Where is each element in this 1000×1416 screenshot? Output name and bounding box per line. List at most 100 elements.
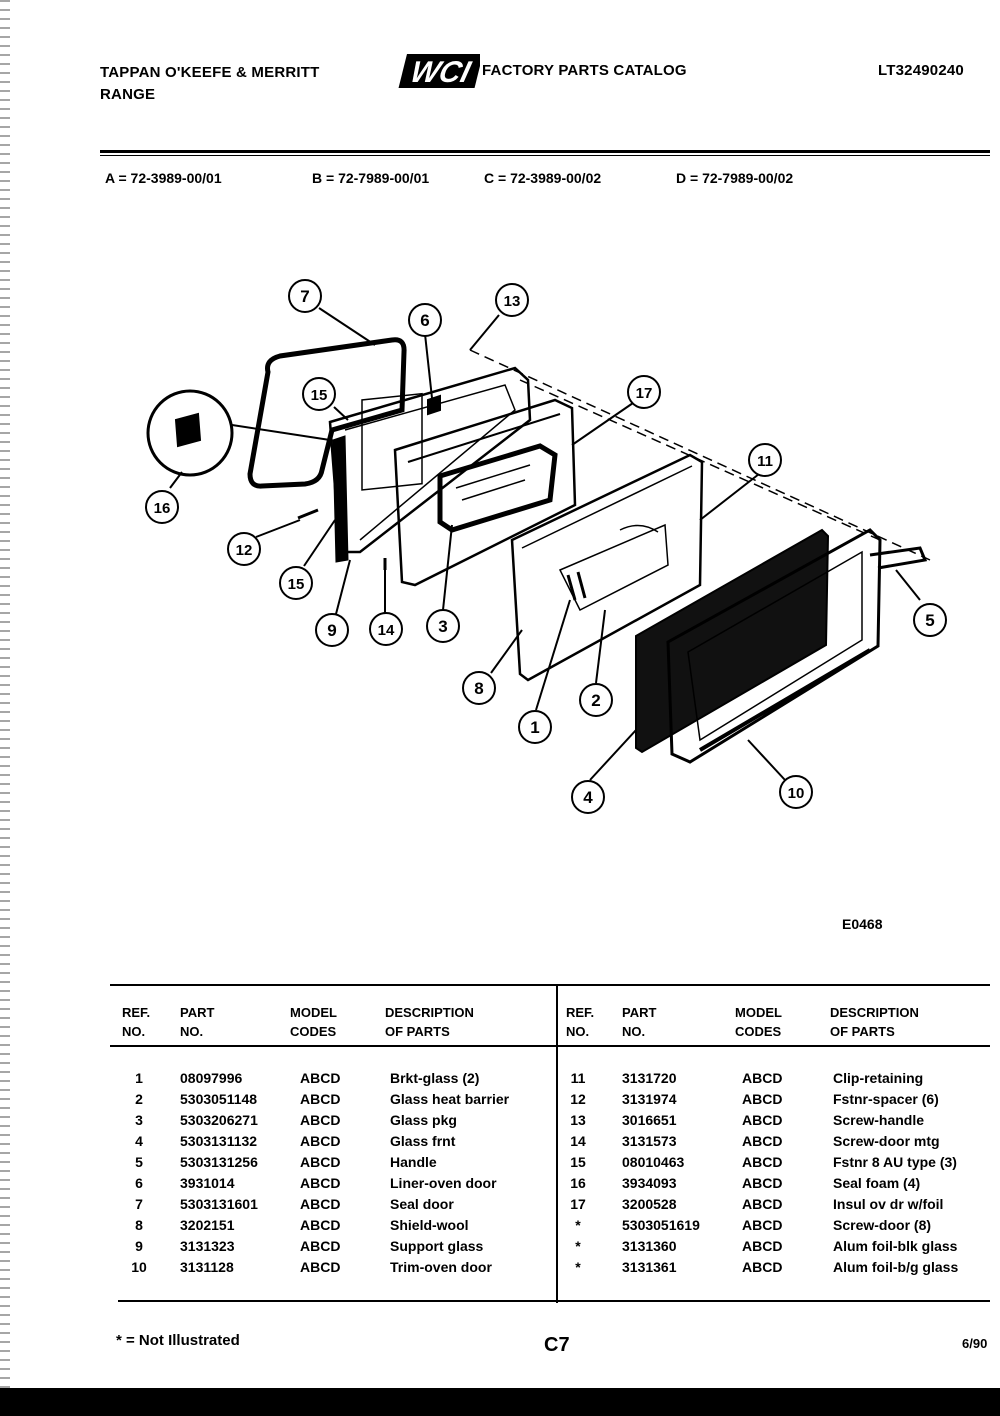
- cell-part: 5303206271: [180, 1112, 258, 1128]
- cell-ref: 15: [570, 1154, 586, 1170]
- cell-desc: Fstnr 8 AU type (3): [833, 1154, 957, 1170]
- callout-label: 15: [288, 576, 305, 593]
- cell-model: ABCD: [742, 1238, 783, 1254]
- wci-logo: WCI: [398, 54, 480, 89]
- callout-bubble: 6: [408, 303, 442, 337]
- cell-model: ABCD: [300, 1238, 341, 1254]
- cell-ref: 1: [135, 1070, 143, 1086]
- cell-desc: Support glass: [390, 1238, 484, 1254]
- product-type: RANGE: [100, 86, 156, 103]
- cell-ref: 14: [570, 1133, 586, 1149]
- cell-model: ABCD: [742, 1112, 783, 1128]
- header-rule-thin: [100, 155, 990, 156]
- cell-part: 3131361: [622, 1259, 677, 1275]
- table-divider: [556, 985, 558, 1303]
- cell-desc: Alum foil-blk glass: [833, 1238, 958, 1254]
- callout-bubble: 16: [145, 490, 179, 524]
- header-rule: [100, 150, 990, 153]
- callout-bubble: 2: [579, 683, 613, 717]
- callout-bubble: 15: [279, 566, 313, 600]
- callout-group: 7 6 13 17 15 16 11 12 15 9 14 3 5 8 2 1 …: [145, 279, 947, 814]
- cell-ref: 2: [135, 1091, 143, 1107]
- cell-model: ABCD: [742, 1259, 783, 1275]
- cell-desc: Glass frnt: [390, 1133, 456, 1149]
- callout-bubble: 1: [518, 710, 552, 744]
- cell-ref: *: [575, 1259, 581, 1275]
- cell-desc: Alum foil-b/g glass: [833, 1259, 959, 1275]
- cell-part: 5303131256: [180, 1154, 258, 1170]
- callout-label: 15: [311, 387, 328, 404]
- callout-label: 9: [327, 621, 336, 640]
- cell-desc: Screw-handle: [833, 1112, 925, 1128]
- cell-model: ABCD: [742, 1133, 783, 1149]
- cell-ref: 17: [570, 1196, 586, 1212]
- cell-ref: *: [575, 1238, 581, 1254]
- header-ref-right: REF.NO.: [566, 1005, 595, 1039]
- cell-ref: 6: [135, 1175, 143, 1191]
- cell-desc: Handle: [390, 1154, 437, 1170]
- cell-ref: 8: [135, 1217, 143, 1233]
- callout-label: 4: [583, 788, 593, 807]
- cell-model: ABCD: [300, 1154, 341, 1170]
- brand-block: TAPPAN O'KEEFE & MERRITT RANGE: [100, 62, 319, 106]
- cell-part: 5303131601: [180, 1196, 258, 1212]
- callout-label: 6: [420, 311, 429, 330]
- callout-bubble: 15: [302, 377, 336, 411]
- cell-ref: 7: [135, 1196, 143, 1212]
- cell-part: 3131974: [622, 1091, 677, 1107]
- cell-desc: Shield-wool: [390, 1217, 469, 1233]
- cell-part: 5303051148: [180, 1091, 258, 1107]
- callout-bubble: 3: [426, 609, 460, 643]
- callout-label: 3: [438, 617, 447, 636]
- cell-desc: Seal foam (4): [833, 1175, 921, 1191]
- cell-model: ABCD: [300, 1196, 341, 1212]
- cell-desc: Brkt-glass (2): [390, 1070, 480, 1086]
- callout-label: 5: [925, 611, 934, 630]
- table-bottom-rule: [118, 1300, 990, 1302]
- cell-part: 3200528: [622, 1196, 677, 1212]
- cell-desc: Clip-retaining: [833, 1070, 924, 1086]
- cell-part: 3931014: [180, 1175, 235, 1191]
- callout-label: 12: [236, 542, 253, 559]
- cell-desc: Screw-door mtg: [833, 1133, 940, 1149]
- cell-desc: Screw-door (8): [833, 1217, 932, 1233]
- callout-label: 17: [636, 385, 653, 402]
- cell-part: 3934093: [622, 1175, 677, 1191]
- callout-label: 10: [788, 785, 805, 802]
- revision-date: 6/90: [962, 1336, 988, 1351]
- cell-model: ABCD: [300, 1217, 341, 1233]
- catalog-number: LT32490240: [878, 62, 964, 79]
- callout-bubble: 9: [315, 613, 349, 647]
- cell-model: ABCD: [742, 1070, 783, 1086]
- cell-ref: 3: [135, 1112, 143, 1128]
- cell-model: ABCD: [742, 1196, 783, 1212]
- cell-model: ABCD: [300, 1112, 341, 1128]
- callout-label: 2: [591, 691, 600, 710]
- cell-model: ABCD: [742, 1091, 783, 1107]
- cell-desc: Trim-oven door: [390, 1259, 492, 1275]
- callout-bubble: 17: [627, 375, 661, 409]
- table-top-rule: [110, 984, 990, 986]
- figure-code: E0468: [842, 916, 883, 932]
- cell-ref: 11: [570, 1070, 586, 1086]
- cell-ref: 4: [135, 1133, 143, 1149]
- callout-bubble: 4: [571, 780, 605, 814]
- cell-part: 5303051619: [622, 1217, 700, 1233]
- cell-model: ABCD: [300, 1070, 341, 1086]
- cell-desc: Fstnr-spacer (6): [833, 1091, 939, 1107]
- cell-part: 3131360: [622, 1238, 677, 1254]
- cell-part: 3131323: [180, 1238, 235, 1254]
- cell-part: 5303131132: [180, 1133, 258, 1149]
- callout-label: 7: [300, 287, 309, 306]
- page-number: C7: [544, 1334, 570, 1356]
- cell-part: 08097996: [180, 1070, 243, 1086]
- cell-part: 3131720: [622, 1070, 677, 1086]
- cell-desc: Seal door: [390, 1196, 454, 1212]
- model-code-c: C = 72-3989-00/02: [484, 170, 602, 186]
- cell-ref: 9: [135, 1238, 143, 1254]
- callout-bubble: 10: [779, 775, 813, 809]
